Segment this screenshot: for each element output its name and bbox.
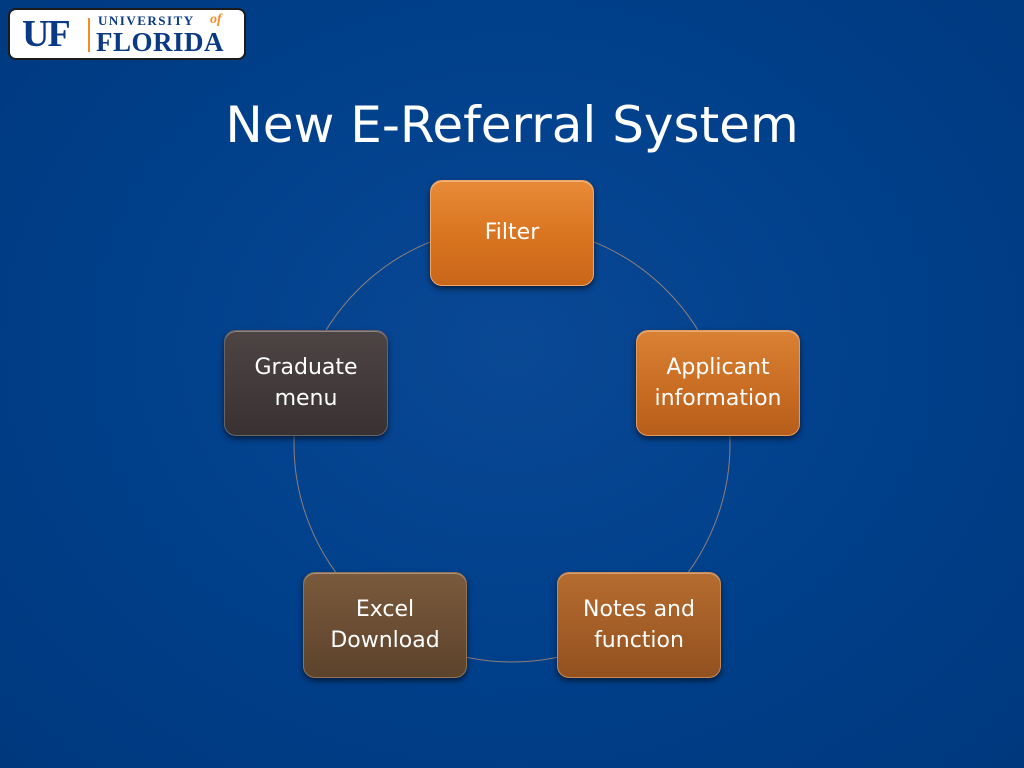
- cycle-node-filter: Filter: [430, 180, 594, 286]
- cycle-node-excel-download: Excel Download: [303, 572, 467, 678]
- uf-logo: UF UNIVERSITY of FLORIDA: [8, 8, 246, 60]
- cycle-node-label: Excel Download: [330, 597, 440, 653]
- cycle-node-label: Notes and function: [583, 597, 695, 653]
- cycle-node-notes-and-function: Notes and function: [557, 572, 721, 678]
- cycle-node-label: Applicant information: [654, 355, 782, 411]
- logo-divider: [88, 18, 90, 52]
- cycle-node-graduate-menu: Graduate menu: [224, 330, 388, 436]
- logo-of-text: of: [210, 12, 222, 27]
- logo-florida-text: FLORIDA: [96, 27, 225, 57]
- cycle-node-applicant-information: Applicant information: [636, 330, 800, 436]
- cycle-node-label: Filter: [484, 220, 540, 245]
- slide-title: New E-Referral System: [225, 96, 799, 154]
- logo-initials: UF: [22, 13, 71, 55]
- logo-university-text: UNIVERSITY: [98, 13, 195, 28]
- cycle-node-label: Graduate menu: [254, 355, 358, 411]
